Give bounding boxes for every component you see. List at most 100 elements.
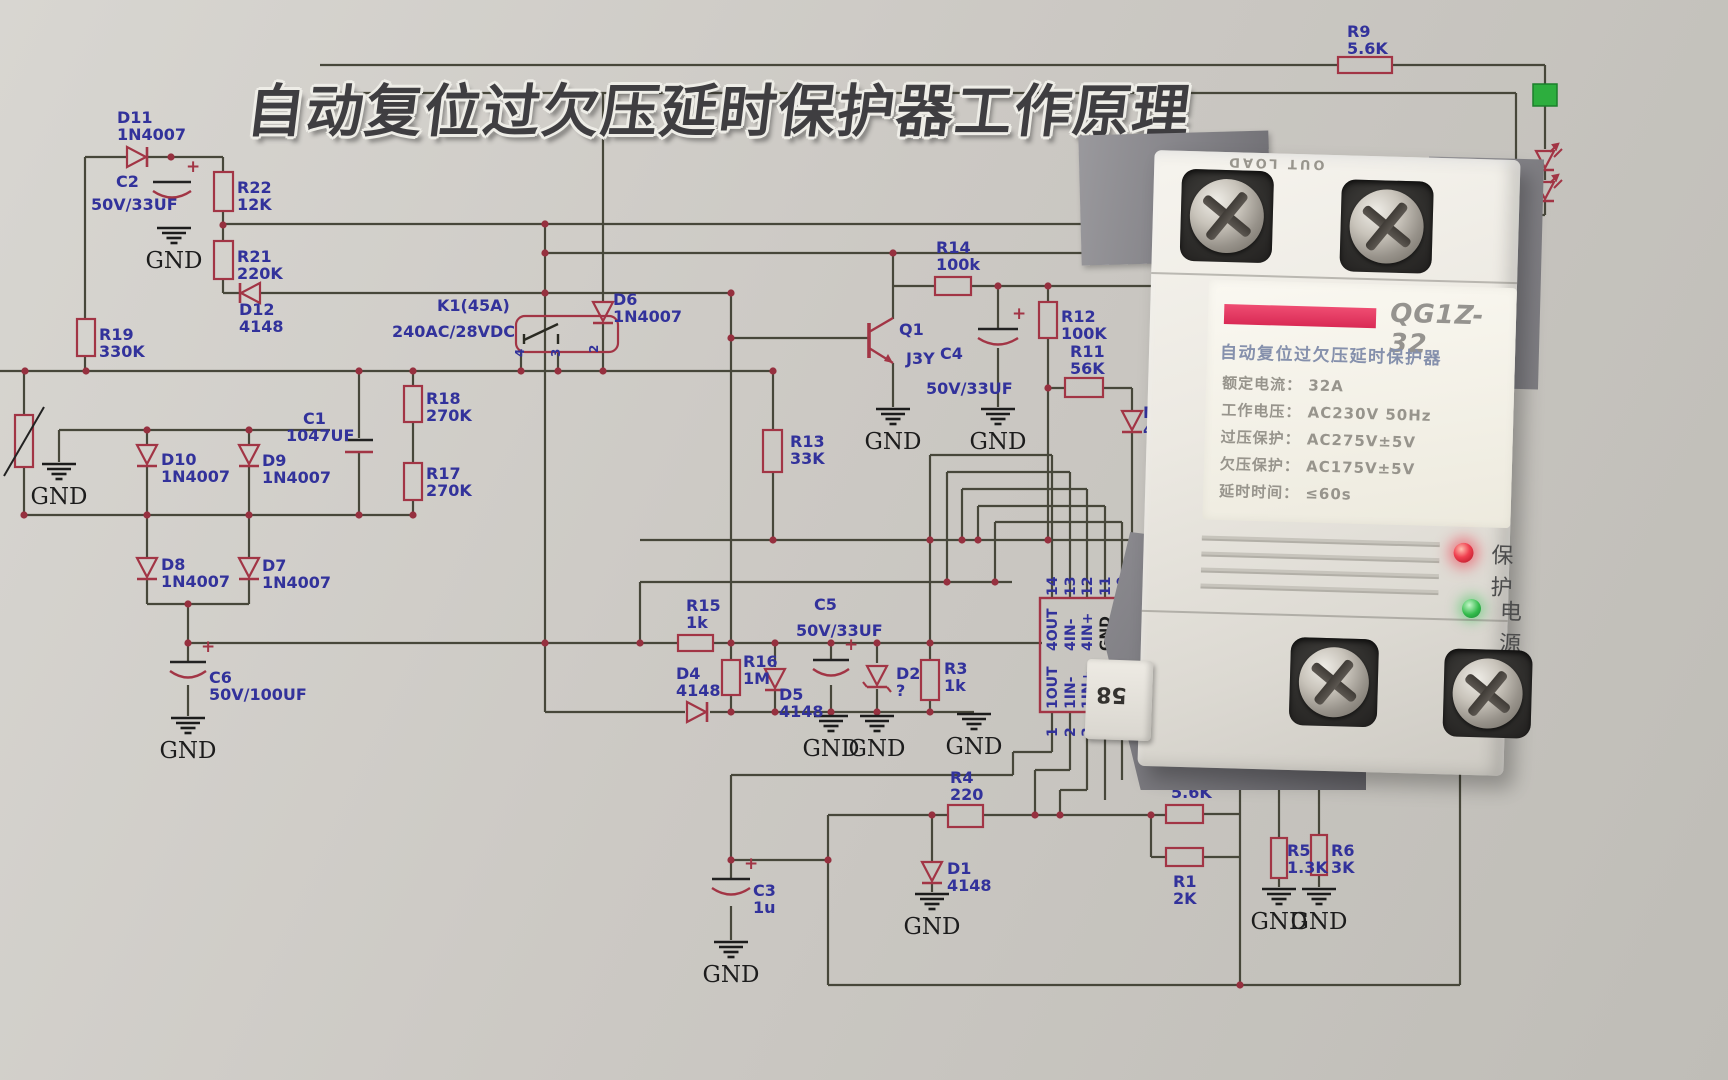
gnd-symbol-7 xyxy=(957,712,991,731)
diode-D2 xyxy=(862,664,892,693)
varistor-stroke xyxy=(3,406,45,477)
gnd-symbol-9 xyxy=(915,892,949,911)
junction-dot-42 xyxy=(727,708,735,716)
resistor-R16 xyxy=(720,658,742,697)
resistor-R3 xyxy=(919,658,941,702)
ic-pin-label-1IN-: 1IN- xyxy=(1063,676,1079,709)
label-c1v: 1047UF xyxy=(286,426,354,445)
junction-dot-29 xyxy=(827,639,835,647)
bottom-terminal-zone xyxy=(1195,619,1533,788)
gnd-symbol-2 xyxy=(171,716,205,735)
capacitor-C2 xyxy=(152,180,192,199)
capacitor-C5 xyxy=(812,658,850,677)
resistor-R18 xyxy=(402,384,424,424)
gnd-label-7: GND xyxy=(946,734,1003,760)
resistor-R19 xyxy=(75,317,97,358)
capacitor-C1 xyxy=(345,438,373,454)
gnd-label-6: GND xyxy=(849,736,906,762)
plus-mark-4: + xyxy=(744,854,758,874)
junction-dot-10 xyxy=(355,367,363,375)
junction-dot-38 xyxy=(974,536,982,544)
resistor-R13 xyxy=(761,428,784,474)
spec-delay-time: 延时时间： ≤60s xyxy=(1218,481,1352,504)
junction-dot-6 xyxy=(727,289,735,297)
svg-text:3: 3 xyxy=(549,349,563,357)
label-c5v: 50V/33UF xyxy=(796,621,883,640)
label-c5: C5 xyxy=(814,595,837,614)
junction-dot-21 xyxy=(355,511,363,519)
gnd-symbol-3 xyxy=(876,407,910,426)
diode-D10 xyxy=(135,443,159,468)
junction-dot-41 xyxy=(991,578,999,586)
screw-bottom-right-icon xyxy=(1451,657,1524,730)
device-label-plate: QG1Z-32 自动复位过欠压延时保护器 额定电流： 32A 工作电压： AC2… xyxy=(1202,279,1517,529)
plus-mark-3: + xyxy=(201,637,215,657)
junction-dot-37 xyxy=(958,536,966,544)
diode-D11 xyxy=(125,145,149,169)
junction-dot-30 xyxy=(873,639,881,647)
label-k1: K1(45A) xyxy=(437,296,510,315)
transistor-q1 xyxy=(867,316,894,365)
junction-dot-49 xyxy=(928,811,936,819)
junction-dot-1 xyxy=(219,221,227,229)
protect-led-label: 保护 xyxy=(1490,543,1516,602)
junction-dot-50 xyxy=(1031,811,1039,819)
junction-dot-24 xyxy=(184,639,192,647)
label-q1: Q1 xyxy=(899,320,924,339)
junction-dot-45 xyxy=(873,708,881,716)
label-c2: C2 xyxy=(116,172,139,191)
junction-dot-52 xyxy=(1147,811,1155,819)
diode-D7 xyxy=(237,556,261,581)
capacitor-C6 xyxy=(169,660,207,679)
diode-D12 xyxy=(238,281,262,305)
gnd-label-9: GND xyxy=(904,914,961,940)
junction-dot-9 xyxy=(82,367,90,375)
junction-dot-32 xyxy=(994,282,1002,290)
ic-pin-num-bottom-2: 2 xyxy=(1063,727,1079,737)
junction-dot-28 xyxy=(771,639,779,647)
gnd-symbol-4 xyxy=(981,407,1015,426)
junction-dot-14 xyxy=(599,367,607,375)
junction-dot-18 xyxy=(20,511,28,519)
spec-under-voltage: 欠压保护： AC175V±5V xyxy=(1219,454,1416,479)
junction-dot-22 xyxy=(409,511,417,519)
protect-led-icon xyxy=(1453,542,1474,564)
gnd-label-0: GND xyxy=(146,248,203,274)
junction-dot-48 xyxy=(824,856,832,864)
label-c4v: 50V/33UF xyxy=(926,379,1013,398)
junction-dot-27 xyxy=(727,639,735,647)
junction-dot-19 xyxy=(143,511,151,519)
ic-pin-label-4OUT: 4OUT xyxy=(1045,608,1061,651)
green-led-icon xyxy=(1532,83,1558,107)
junction-dot-0 xyxy=(167,153,175,161)
screw-bottom-left-icon xyxy=(1297,646,1370,719)
clip-marking: 58 xyxy=(1095,681,1128,708)
label-c4: C4 xyxy=(940,344,963,363)
terminal-recess-bottom-left xyxy=(1288,637,1380,728)
junction-dot-43 xyxy=(771,708,779,716)
diode-D1 xyxy=(920,860,944,885)
terminal-recess-top-right xyxy=(1339,179,1434,274)
label-c1: C1 xyxy=(303,409,326,428)
junction-dot-17 xyxy=(245,426,253,434)
gnd-label-1: GND xyxy=(31,484,88,510)
gnd-symbol-5 xyxy=(814,714,848,733)
terminal-recess-top-left xyxy=(1179,168,1275,264)
plus-mark-2: + xyxy=(844,635,858,655)
spec-over-voltage: 过压保护： AC275V±5V xyxy=(1220,427,1417,452)
junction-dot-13 xyxy=(554,367,562,375)
label-k1v: 240AC/28VDC xyxy=(392,322,515,341)
